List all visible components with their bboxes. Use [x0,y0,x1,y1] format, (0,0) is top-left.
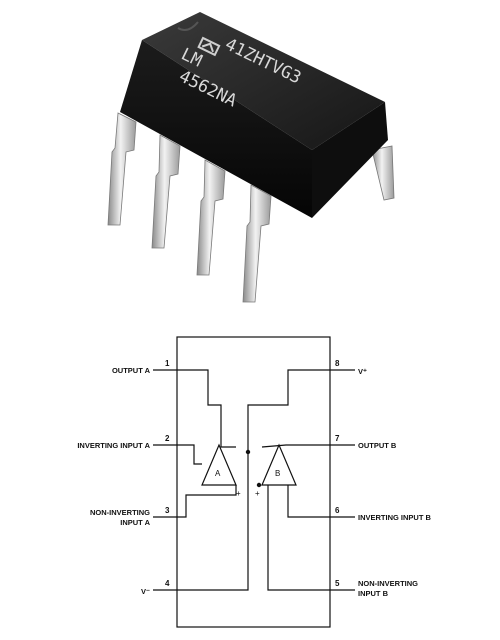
pin-number-4: 4 [165,579,170,588]
national-semiconductor-logo [197,36,221,57]
pin-label-7: OUTPUT B [358,441,397,450]
pin-label-6: INVERTING INPUT B [358,513,432,522]
opamp-a-plus: + [236,489,241,498]
pin-leg-1 [107,112,137,226]
internal-wiring [177,369,330,591]
opamp-b-plus: + [255,489,260,498]
pin-number-7: 7 [335,434,340,443]
package-outline [176,336,331,628]
pin-number-2: 2 [165,434,170,443]
chip-front-face [120,40,312,218]
pin-leg-3 [196,159,226,276]
opamp-a: A + [201,443,241,498]
opamp-a-label: A [215,469,221,478]
junction-dot-top [245,449,251,455]
junction-dot-bottom [256,482,262,488]
pin-label-2: INVERTING INPUT A [77,441,150,450]
opamp-b: B + [255,443,297,498]
pin-number-5: 5 [335,579,340,588]
front-pins [107,112,272,303]
pin-label-8: V⁺ [358,367,367,376]
pin-label-1: OUTPUT A [112,366,151,375]
pin-number-6: 6 [335,506,340,515]
pin-label-3-line2: INPUT A [120,518,150,527]
pin-leg-2 [151,134,181,249]
pin-label-5-line1: NON-INVERTING [358,579,418,588]
pin-number-3: 3 [165,506,170,515]
pin-number-8: 8 [335,359,340,368]
dip8-chip-photo: 41ZHTVG3 LM 4562NA [107,12,395,303]
pin-number-1: 1 [165,359,170,368]
pin-label-4: V⁻ [141,587,150,596]
pin-label-5-line2: INPUT B [358,589,389,598]
pin-label-3-line1: NON-INVERTING [90,508,150,517]
pin1-notch [177,21,199,31]
opamp-b-label: B [275,469,280,478]
pin-leg-4 [242,184,272,303]
chip-right-face [312,102,388,218]
